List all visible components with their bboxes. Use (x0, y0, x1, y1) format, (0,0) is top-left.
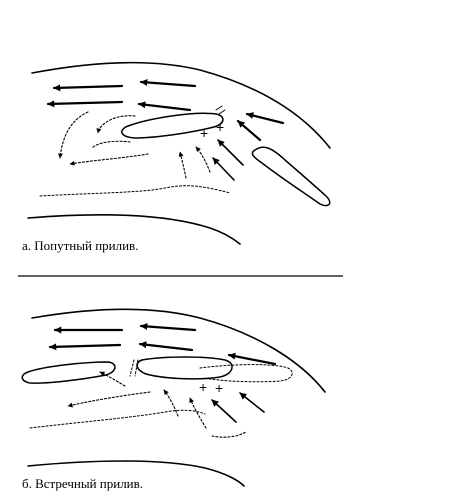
panel-a-eddy-6 (195, 146, 211, 173)
panel-a-eddy-2 (96, 115, 136, 134)
panel-a-flow-arrow-5 (245, 112, 285, 125)
panel-b-eddy-1 (99, 371, 126, 387)
panel-a-depth-contour (39, 185, 231, 197)
panel-b-eddy-5 (211, 431, 247, 438)
panel-a-eddy-5 (178, 151, 187, 179)
panel-b-upper-shore (31, 308, 326, 393)
panel-b-flow-arrow-5 (227, 352, 277, 366)
caption-panel-a: а. Попутный прилив. (22, 238, 139, 253)
panel-b-lower-shore (27, 460, 245, 487)
panel-a-eddy-4 (69, 153, 149, 166)
caption-panel-b: б. Встречный прилив. (22, 476, 144, 491)
panel-a-flow-arrow-3 (46, 100, 124, 108)
panel-b-eddy-3 (163, 389, 179, 417)
panel-b-shoal-center (136, 356, 233, 380)
panel-a-plus-1: + (200, 125, 208, 141)
panel-b-flow-arrow-3 (48, 343, 122, 351)
panel-a-flow-arrow-7 (217, 139, 244, 166)
panel-b-eddy-2 (67, 391, 151, 408)
panel-b-shoal-hatch (129, 359, 139, 377)
panel-a-plus-2: + (216, 119, 224, 135)
panel-a-eddy-3 (91, 140, 131, 149)
panel-a-diagram: + + (27, 61, 331, 245)
panel-b-flow-arrow-6 (239, 392, 265, 413)
panel-b-plus-1: + (199, 379, 207, 395)
panel-a-flow-arrow-1 (52, 84, 124, 92)
panel-b-diagram: + + (21, 308, 326, 487)
panel-b-plus-2: + (215, 380, 223, 396)
panel-a-flow-arrow-6 (236, 119, 262, 142)
panel-a-lower-shore (27, 213, 241, 245)
panel-b-depth-contour (29, 409, 206, 429)
panel-b-flow-arrow-4 (138, 341, 194, 352)
panel-a-eddy-1 (57, 111, 89, 159)
panel-a-shoal-inner (121, 112, 224, 139)
panel-a-flow-arrow-4 (137, 101, 192, 112)
panel-a-upper-shore (31, 61, 331, 149)
panel-a-shoal-tip (215, 105, 226, 115)
panel-a-flow-arrow-2 (139, 78, 197, 88)
panel-a-flow-arrow-8 (212, 157, 235, 181)
panel-b-shoal-dotted (199, 364, 293, 383)
panel-a-shoal-outer (251, 146, 331, 207)
panel-b-flow-arrow-7 (211, 399, 237, 423)
panel-b-flow-arrow-2 (139, 322, 197, 332)
panel-b-eddy-4 (189, 397, 207, 429)
